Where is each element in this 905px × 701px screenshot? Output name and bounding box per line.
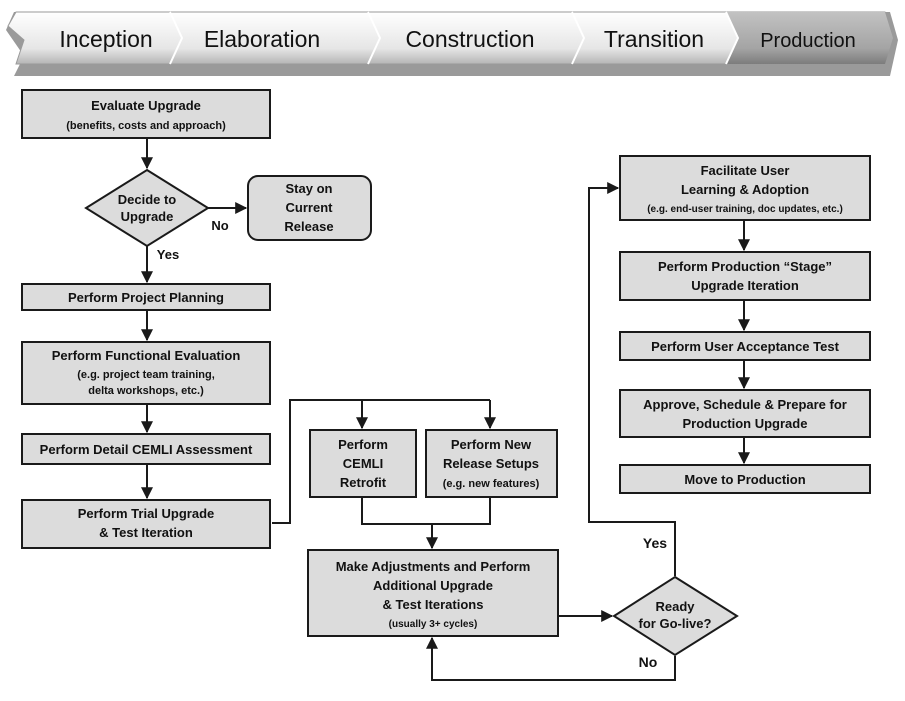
node-approve-schedule-box bbox=[619, 389, 871, 438]
node-prod-stage-box bbox=[619, 251, 871, 301]
phase-transition: Transition bbox=[604, 26, 704, 52]
node-stay-current: Stay on Current Release bbox=[247, 175, 372, 241]
node-move-production-box bbox=[619, 464, 871, 494]
node-evaluate-upgrade: Evaluate Upgrade (benefits, costs and ap… bbox=[21, 89, 271, 139]
edges bbox=[141, 138, 750, 681]
node-facilitate-user-box bbox=[619, 155, 871, 221]
node-functional-eval: Perform Functional Evaluation (e.g. proj… bbox=[21, 341, 271, 405]
node-release-setups-line2: Release Setups bbox=[443, 456, 539, 471]
node-facilitate-user-line1: Facilitate User bbox=[701, 163, 790, 178]
node-cemli-assessment: Perform Detail CEMLI Assessment bbox=[21, 433, 271, 465]
node-stay-current-line3: Release bbox=[284, 219, 333, 234]
phase-divider bbox=[367, 11, 382, 65]
node-ready-golive: Ready for Go-live? bbox=[612, 575, 739, 657]
phase-divider bbox=[169, 11, 184, 65]
node-ready-golive-line1: Ready bbox=[655, 599, 695, 614]
node-ready-golive-diamond bbox=[612, 575, 739, 657]
node-trial-upgrade: Perform Trial Upgrade & Test Iteration bbox=[21, 499, 271, 549]
edge-ready-yes bbox=[588, 182, 676, 576]
node-adjustments-box bbox=[307, 549, 559, 637]
node-uat-box bbox=[619, 331, 871, 361]
node-decide-upgrade-line2: Upgrade bbox=[121, 209, 174, 224]
node-decide-upgrade: Decide to Upgrade bbox=[84, 168, 210, 248]
node-evaluate-upgrade-note: (benefits, costs and approach) bbox=[66, 120, 226, 132]
node-release-setups: Perform New Release Setups (e.g. new fea… bbox=[425, 429, 558, 498]
node-release-setups-note: (e.g. new features) bbox=[443, 478, 540, 490]
node-decide-upgrade-diamond bbox=[84, 168, 210, 248]
node-adjustments-line1: Make Adjustments and Perform bbox=[336, 559, 531, 574]
phase-production: Production bbox=[760, 30, 856, 52]
node-cemli-retrofit-box bbox=[309, 429, 417, 498]
node-functional-eval-box bbox=[21, 341, 271, 405]
label-ready-yes: Yes bbox=[643, 535, 667, 551]
node-cemli-retrofit-line2: CEMLI bbox=[343, 456, 383, 471]
edge-trial-to-branch bbox=[272, 399, 490, 524]
node-adjustments: Make Adjustments and Perform Additional … bbox=[307, 549, 559, 637]
phase-dividers bbox=[169, 11, 740, 65]
node-trial-upgrade-line1: Perform Trial Upgrade bbox=[78, 506, 215, 521]
node-prod-stage-line1: Perform Production “Stage” bbox=[658, 259, 832, 274]
node-approve-schedule-line1: Approve, Schedule & Prepare for bbox=[643, 397, 847, 412]
node-ready-golive-line2: for Go-live? bbox=[639, 616, 712, 631]
node-project-planning-box bbox=[21, 283, 271, 311]
phase-band: Inception Elaboration Construction Trans… bbox=[6, 11, 898, 76]
node-uat: Perform User Acceptance Test bbox=[619, 331, 871, 361]
node-trial-upgrade-box bbox=[21, 499, 271, 549]
label-decide-yes: Yes bbox=[157, 247, 179, 262]
node-functional-eval-title: Perform Functional Evaluation bbox=[52, 348, 241, 363]
node-stay-current-line2: Current bbox=[286, 200, 334, 215]
node-move-production: Move to Production bbox=[619, 464, 871, 494]
node-cemli-assessment-box bbox=[21, 433, 271, 465]
edge-merge-lines bbox=[361, 497, 491, 525]
node-facilitate-user-line2: Learning & Adoption bbox=[681, 182, 809, 197]
phase-divider bbox=[571, 11, 586, 65]
node-cemli-retrofit: Perform CEMLI Retrofit bbox=[309, 429, 417, 498]
node-cemli-retrofit-line1: Perform bbox=[338, 437, 388, 452]
phase-divider bbox=[725, 11, 740, 65]
phase-elaboration: Elaboration bbox=[204, 26, 320, 52]
phase-production-highlight bbox=[726, 12, 893, 64]
node-stay-current-line1: Stay on bbox=[286, 181, 333, 196]
node-facilitate-user-note: (e.g. end-user training, doc updates, et… bbox=[647, 204, 843, 215]
node-approve-schedule-line2: Production Upgrade bbox=[683, 416, 808, 431]
node-cemli-retrofit-line3: Retrofit bbox=[340, 475, 387, 490]
node-prod-stage-line2: Upgrade Iteration bbox=[691, 278, 799, 293]
node-stay-current-box bbox=[247, 175, 372, 241]
node-release-setups-box bbox=[425, 429, 558, 498]
node-uat-title: Perform User Acceptance Test bbox=[651, 339, 840, 354]
node-trial-upgrade-line2: & Test Iteration bbox=[99, 525, 193, 540]
node-project-planning: Perform Project Planning bbox=[21, 283, 271, 311]
node-decide-upgrade-line1: Decide to bbox=[118, 192, 177, 207]
node-release-setups-line1: Perform New bbox=[451, 437, 532, 452]
node-prod-stage: Perform Production “Stage” Upgrade Itera… bbox=[619, 251, 871, 301]
node-evaluate-upgrade-title: Evaluate Upgrade bbox=[91, 98, 201, 113]
node-move-production-title: Move to Production bbox=[684, 472, 805, 487]
node-adjustments-line2: Additional Upgrade bbox=[373, 578, 493, 593]
node-cemli-assessment-title: Perform Detail CEMLI Assessment bbox=[40, 442, 253, 457]
edge-ready-no bbox=[426, 636, 676, 681]
label-ready-no: No bbox=[639, 654, 658, 670]
node-project-planning-title: Perform Project Planning bbox=[68, 290, 224, 305]
node-facilitate-user: Facilitate User Learning & Adoption (e.g… bbox=[619, 155, 871, 221]
phase-construction: Construction bbox=[405, 26, 534, 52]
node-adjustments-line3: & Test Iterations bbox=[383, 597, 484, 612]
node-functional-eval-note2: delta workshops, etc.) bbox=[88, 385, 204, 397]
phase-inception: Inception bbox=[59, 26, 152, 52]
node-functional-eval-note1: (e.g. project team training, bbox=[77, 369, 215, 381]
label-decide-no: No bbox=[211, 218, 228, 233]
node-evaluate-upgrade-box bbox=[21, 89, 271, 139]
node-adjustments-note: (usually 3+ cycles) bbox=[389, 619, 478, 630]
node-approve-schedule: Approve, Schedule & Prepare for Producti… bbox=[619, 389, 871, 438]
